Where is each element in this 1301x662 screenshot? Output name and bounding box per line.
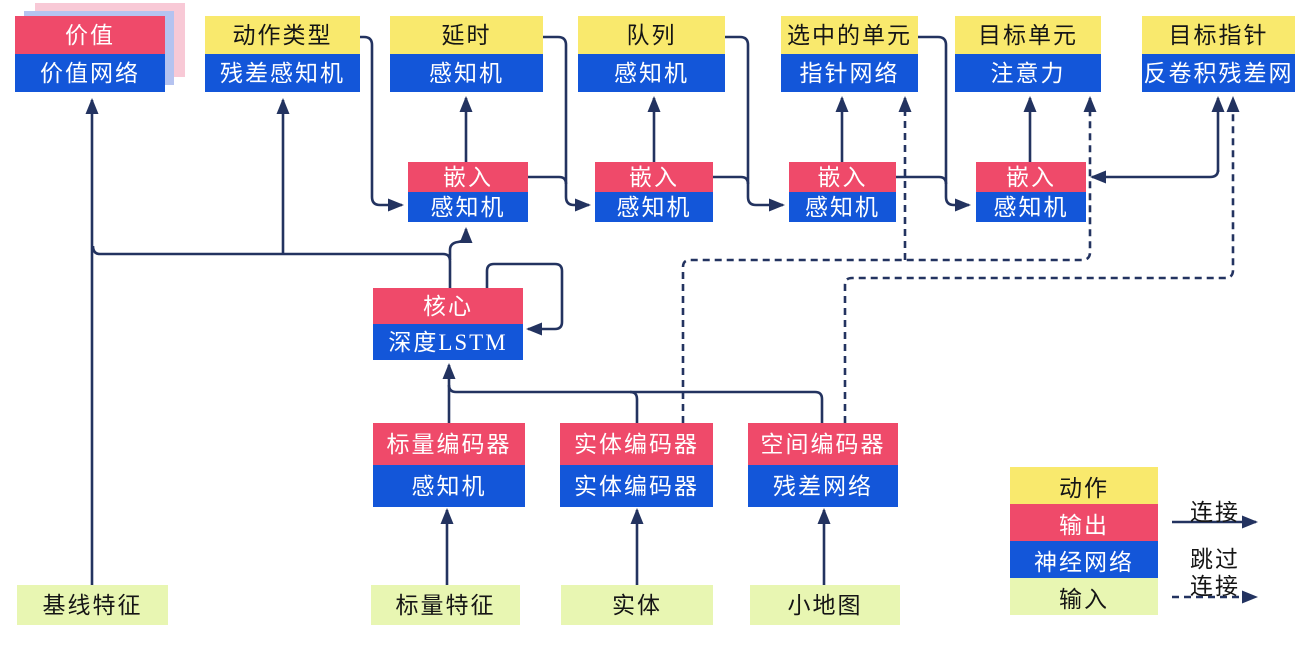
edge-entity-encoder-join (629, 390, 639, 423)
edge-embedding-3-chain (896, 175, 948, 185)
solid-connections (85, 35, 1258, 585)
scalar-features-label: 标量特征 (371, 585, 520, 625)
edge-encoder-trunk (447, 384, 824, 423)
skip-entity-to-target-unit (681, 96, 1097, 423)
node-delay: 延时 感知机 (390, 16, 543, 92)
edge-action-type-to-embedding-1 (360, 35, 404, 212)
value-network-label: 价值网络 (15, 54, 165, 92)
node-value: 价值 价值网络 (15, 16, 165, 92)
node-target-point: 目标指针 反卷积残差网 (1142, 16, 1295, 92)
scalar-encoder-label: 标量编码器 (373, 423, 525, 465)
target-unit-network-label: 注意力 (955, 54, 1101, 92)
target-point-network-label: 反卷积残差网 (1142, 54, 1295, 92)
value-output-label: 价值 (15, 16, 165, 54)
spatial-encoder-network-label: 残差网络 (748, 465, 898, 507)
queue-network-label: 感知机 (578, 54, 725, 92)
core-label: 核心 (373, 288, 523, 324)
node-selected-units: 选中的单元 指针网络 (781, 16, 918, 92)
selected-units-label: 选中的单元 (781, 16, 918, 54)
entity-encoder-label: 实体编码器 (560, 423, 713, 465)
node-action-type: 动作类型 残差感知机 (205, 16, 360, 92)
edge-core-self-loop (485, 262, 564, 336)
edge-core-to-embedding-1 (448, 227, 473, 260)
edge-embedding-1-chain (528, 175, 568, 185)
entity-encoder-network-label: 实体编码器 (560, 465, 713, 507)
legend-input-label: 输入 (1010, 578, 1158, 615)
target-unit-label: 目标单元 (955, 16, 1101, 54)
embedding-1-label: 嵌入 (408, 162, 528, 192)
node-minimap: 小地图 (750, 585, 900, 625)
embedding-4-network-label: 感知机 (976, 192, 1086, 222)
edge-selected-units-to-embedding-4 (918, 35, 971, 212)
node-scalar-encoder: 标量编码器 感知机 (373, 423, 525, 507)
queue-label: 队列 (578, 16, 725, 54)
embedding-1-network-label: 感知机 (408, 192, 528, 222)
skip-spatial-to-target-point (843, 96, 1240, 423)
embedding-3-label: 嵌入 (789, 162, 896, 192)
legend-skip-label-line2: 连接 (1190, 574, 1240, 599)
node-spatial-encoder: 空间编码器 残差网络 (748, 423, 898, 507)
node-scalar-features: 标量特征 (371, 585, 520, 625)
action-type-label: 动作类型 (205, 16, 360, 54)
minimap-label: 小地图 (750, 585, 900, 625)
legend-skip-label-line1: 跳过 (1190, 547, 1240, 572)
node-baseline-features: 基线特征 (17, 585, 168, 625)
scalar-encoder-network-label: 感知机 (373, 465, 525, 507)
edge-queue-to-embedding-3 (725, 35, 785, 212)
edge-embedding-4-link-horizontal (1090, 169, 1220, 184)
delay-label: 延时 (390, 16, 543, 54)
node-embedding-4: 嵌入 感知机 (976, 162, 1086, 222)
skip-connections (681, 96, 1258, 604)
legend-action-label: 动作 (1010, 467, 1158, 504)
delay-network-label: 感知机 (390, 54, 543, 92)
edge-delay-to-embedding-2 (543, 35, 591, 212)
node-embedding-1: 嵌入 感知机 (408, 162, 528, 222)
embedding-3-network-label: 感知机 (789, 192, 896, 222)
legend-network-label: 神经网络 (1010, 541, 1158, 578)
node-embedding-2: 嵌入 感知机 (595, 162, 713, 222)
embedding-2-network-label: 感知机 (595, 192, 713, 222)
action-type-network-label: 残差感知机 (205, 54, 360, 92)
node-core: 核心 深度LSTM (373, 288, 523, 360)
node-embedding-3: 嵌入 感知机 (789, 162, 896, 222)
legend-connection-label: 连接 (1190, 500, 1240, 525)
selected-units-network-label: 指针网络 (781, 54, 918, 92)
embedding-2-label: 嵌入 (595, 162, 713, 192)
node-queue: 队列 感知机 (578, 16, 725, 92)
legend-color-key: 动作 输出 神经网络 输入 (1010, 467, 1158, 615)
target-point-label: 目标指针 (1142, 16, 1295, 54)
node-entity-encoder: 实体编码器 实体编码器 (560, 423, 713, 507)
embedding-4-label: 嵌入 (976, 162, 1086, 192)
core-network-label: 深度LSTM (373, 324, 523, 360)
edge-core-trunk-left (91, 245, 452, 288)
entities-label: 实体 (561, 585, 713, 625)
edge-embedding-2-chain (713, 175, 750, 185)
node-target-unit: 目标单元 注意力 (955, 16, 1101, 92)
spatial-encoder-label: 空间编码器 (748, 423, 898, 465)
baseline-features-label: 基线特征 (17, 585, 168, 625)
legend-output-label: 输出 (1010, 504, 1158, 541)
node-entities: 实体 (561, 585, 713, 625)
